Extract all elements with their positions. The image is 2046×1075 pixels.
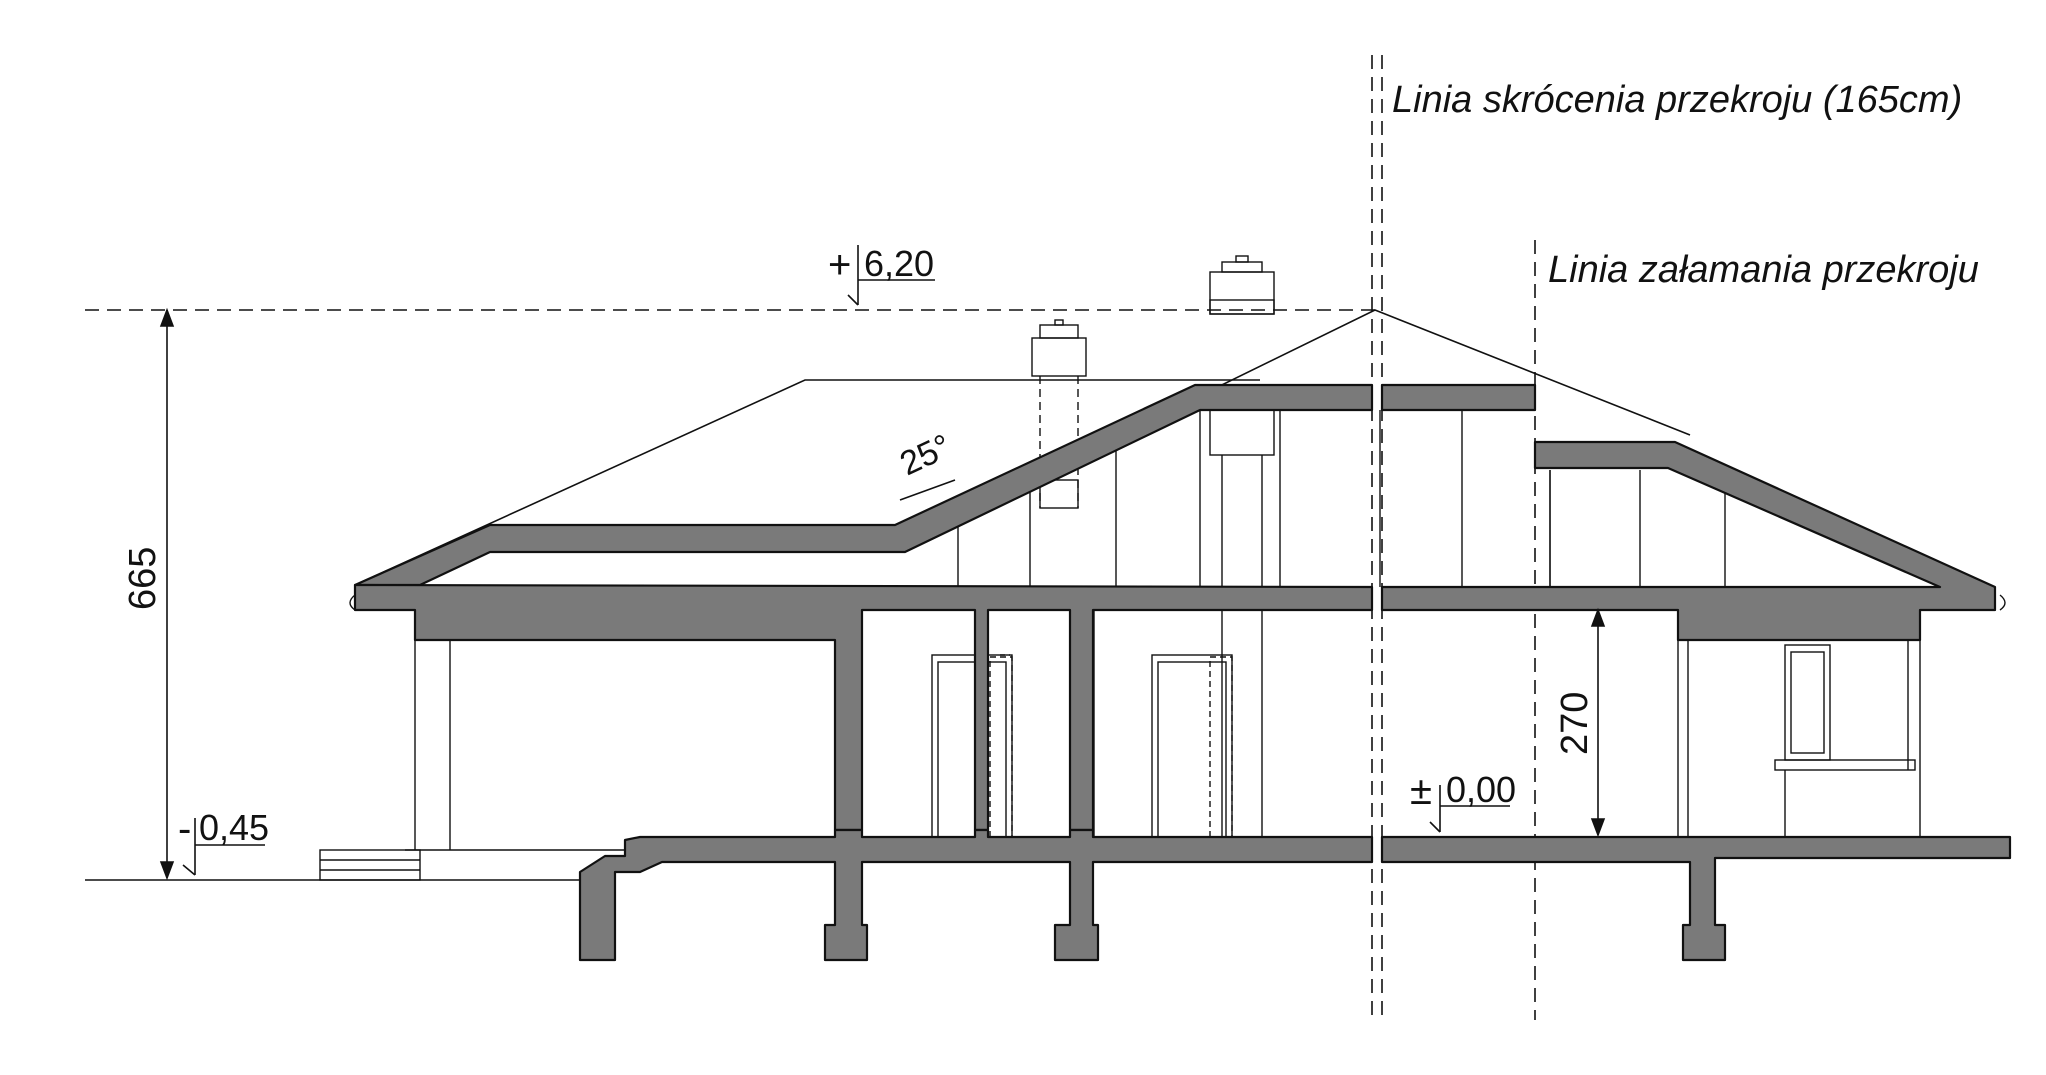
room-height-label: 270 <box>1554 692 1596 755</box>
floor-level-value: 0,00 <box>1446 769 1516 810</box>
pitch-arrow-line <box>899 479 956 501</box>
ridge-level-value: 6,20 <box>864 243 934 284</box>
section-fills <box>353 383 2012 962</box>
ceiling-slab <box>353 583 1374 832</box>
dimension-lines <box>159 307 1606 881</box>
roof-pitch-label: 25° <box>894 427 957 483</box>
left-roof-outline <box>354 379 1260 586</box>
chimney-large <box>1209 271 1275 315</box>
left-roof-slab <box>353 383 1374 587</box>
door-1 <box>931 654 1013 841</box>
ceiling-slab-right <box>1380 440 1997 642</box>
cut-break-label: Linia załamania przekroju <box>1548 249 1979 291</box>
ground-level-value: 0,45 <box>199 807 269 848</box>
window <box>1784 644 1831 761</box>
floor-level-sign: ± <box>1410 769 1432 813</box>
right-upper-slab <box>1380 383 1537 412</box>
total-height-label: 665 <box>122 547 164 610</box>
door-2 <box>1151 654 1233 841</box>
floor-slab-right <box>1380 835 2012 962</box>
interior-lines <box>319 255 2006 881</box>
cut-shortening-label: Linia skrócenia przekroju (165cm) <box>1392 79 1962 121</box>
chimney-small <box>1031 337 1087 377</box>
ridge-outline <box>904 309 1691 541</box>
entry-steps <box>319 849 421 881</box>
floor-slab-left <box>578 828 1374 962</box>
ground-level-sign: - <box>178 807 191 851</box>
level-markers <box>182 245 1510 876</box>
ridge-level-sign: + <box>828 243 851 287</box>
